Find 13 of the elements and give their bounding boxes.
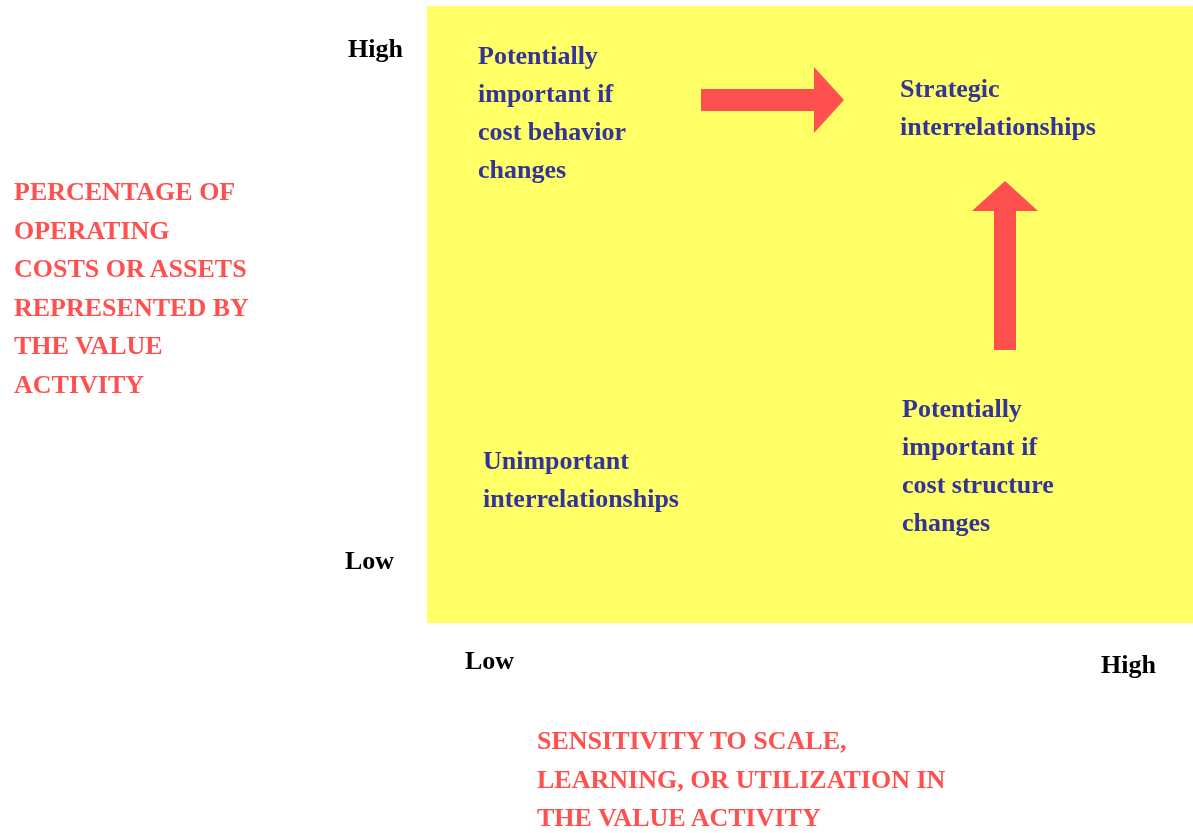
quadrant-label: Unimportant interrelationships [483, 445, 680, 515]
block-arrow [972, 181, 1038, 350]
axis-tick-label: Low [465, 645, 516, 677]
axis-tick-label: Low [345, 545, 396, 577]
axis-tick-label: High [348, 33, 404, 65]
quadrant-label: Potentially important if cost behavior changes [478, 40, 627, 186]
axis-title: PERCENTAGE OF OPERATING COSTS OR ASSETS REPRESENTED BY THE VALUE ACTIVITY [14, 176, 250, 401]
axis-title: SENSITIVITY TO SCALE, LEARNING, OR UTILIZATION IN THE VALUE ACTIVITY [537, 725, 947, 833]
block-arrow [701, 67, 844, 133]
quadrant-background [427, 6, 1193, 623]
axis-tick-label: High [1101, 649, 1157, 681]
quadrant-label: Potentially important if cost structure changes [902, 393, 1055, 539]
quadrant-label: Strategic interrelationships [900, 73, 1097, 143]
